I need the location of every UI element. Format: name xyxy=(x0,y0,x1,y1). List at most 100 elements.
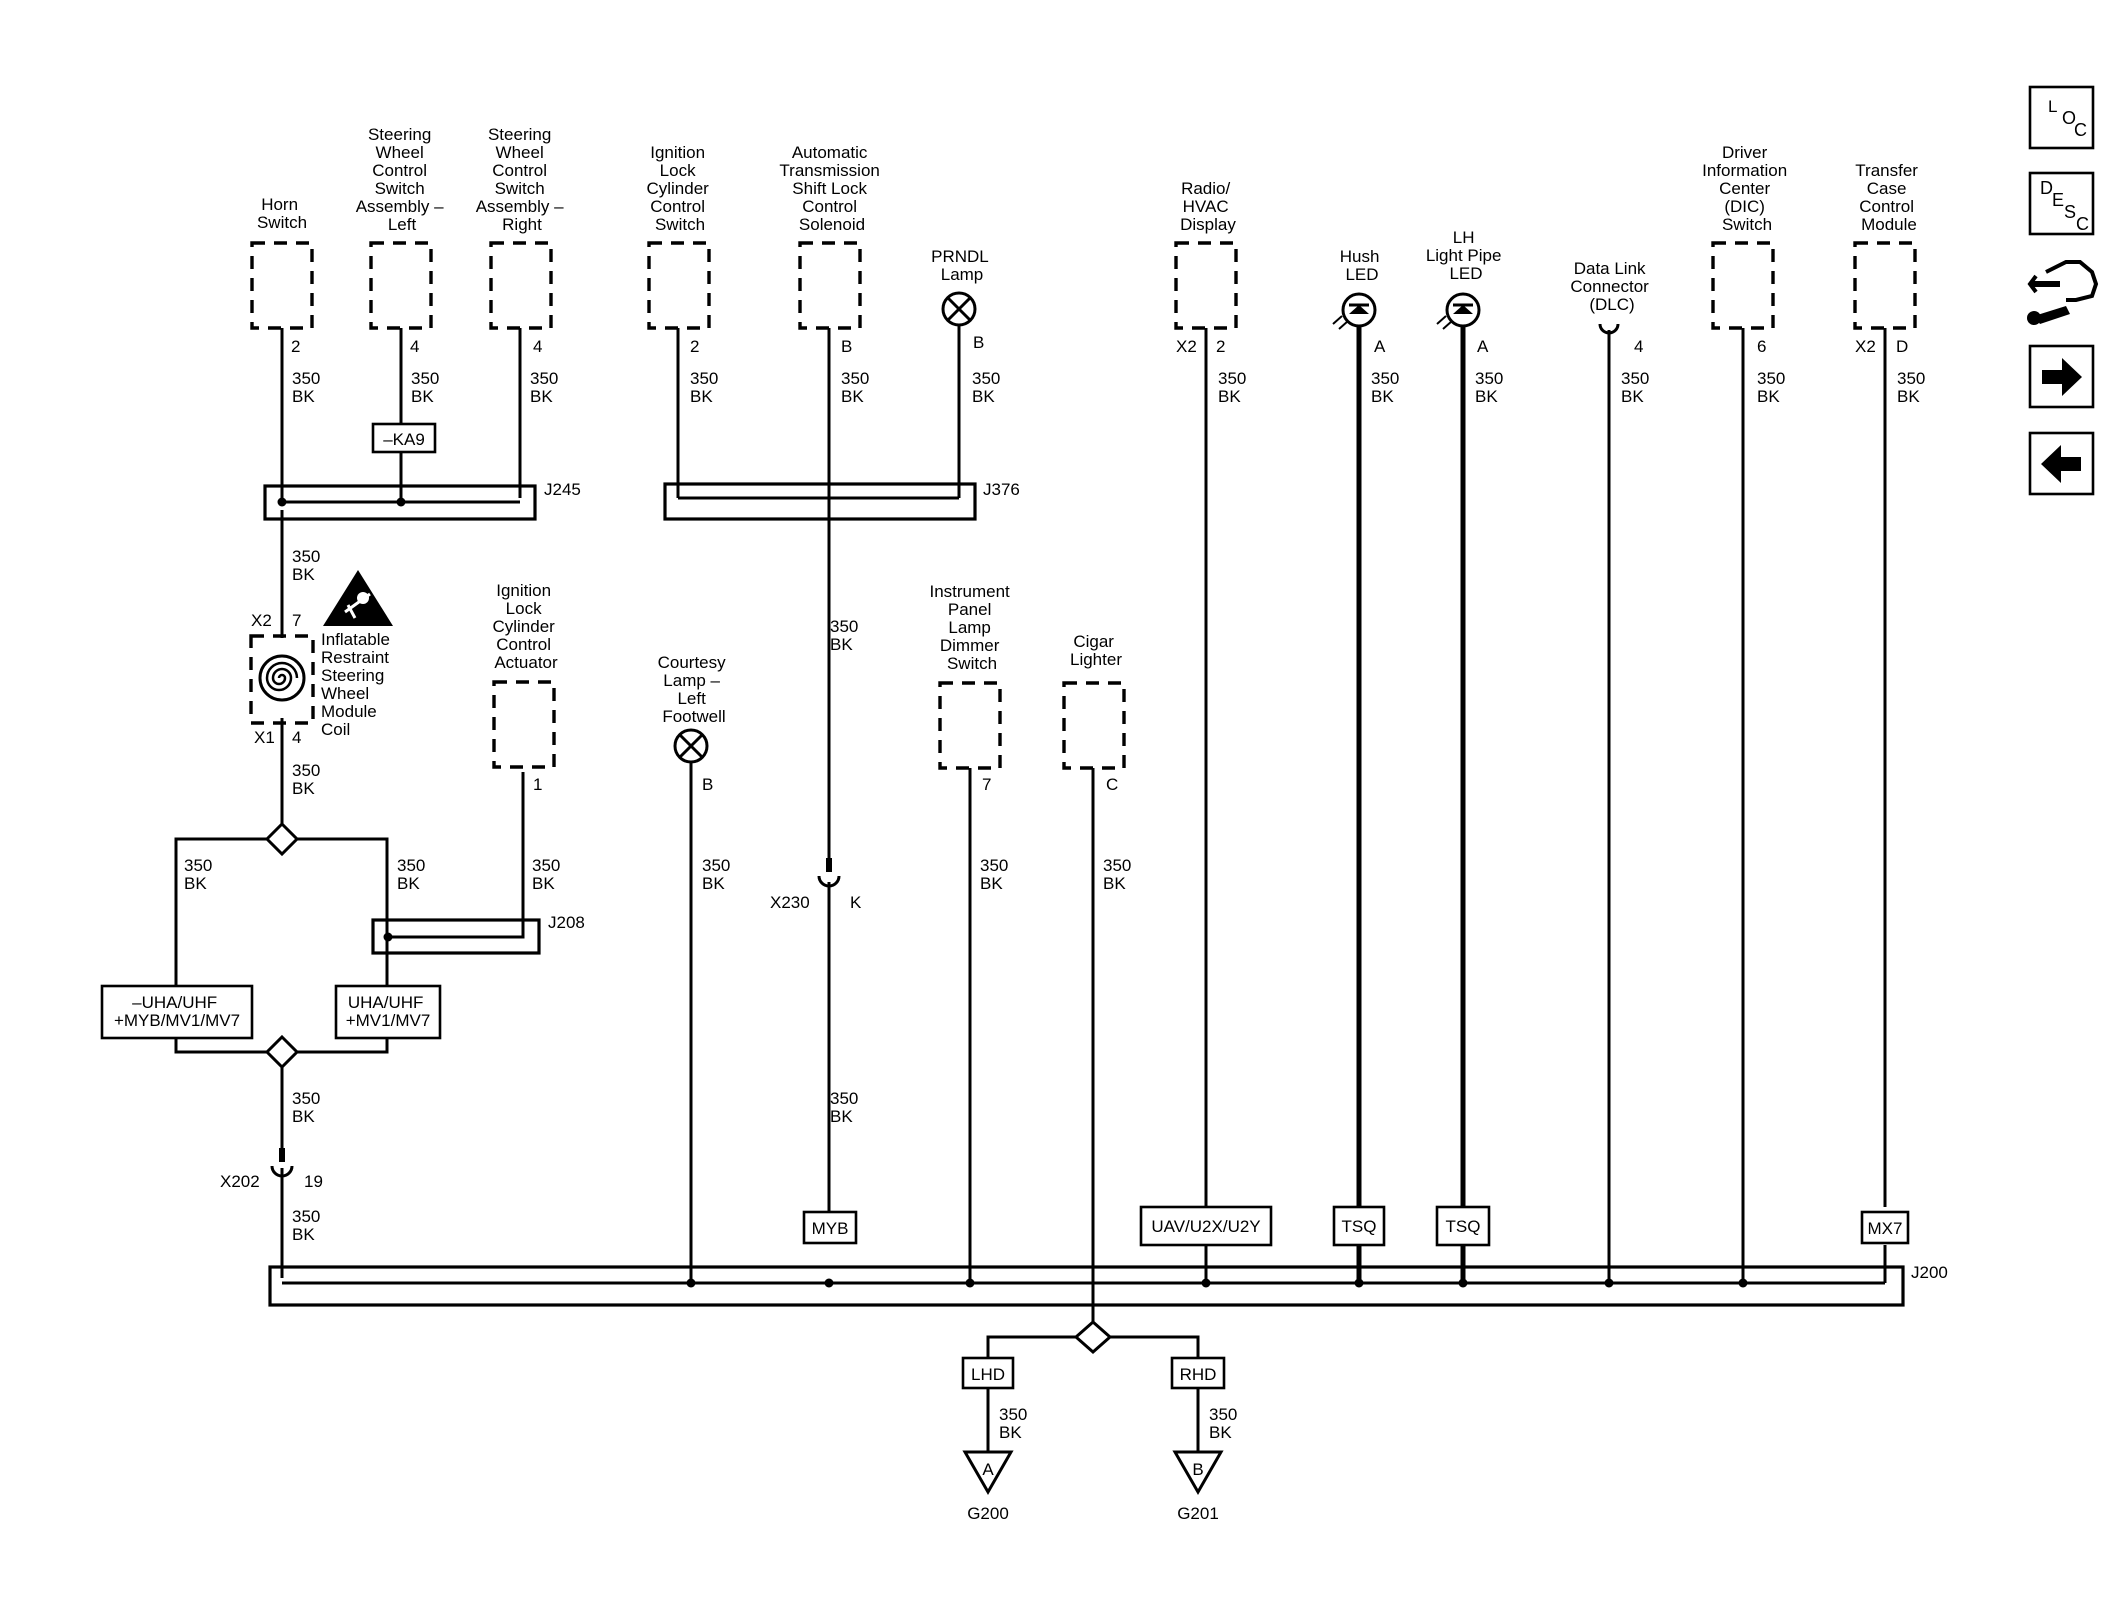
radio-pin: 2 xyxy=(1216,337,1225,356)
previous-page-button[interactable] xyxy=(2028,431,2095,496)
ignition-lock-cylinder-control-switch: Ignition Lock Cylinder Control Switch 2 xyxy=(646,143,711,356)
option-uha-uhf-positive: UHA/UHF +MV1/MV7 xyxy=(334,984,442,1040)
clockspring-icon xyxy=(258,654,306,702)
loc-button[interactable]: L O C xyxy=(2028,85,2095,150)
g200-label: G200 xyxy=(967,1504,1009,1523)
loc-icon: L xyxy=(2048,97,2057,116)
lamp-icon xyxy=(673,728,709,764)
ignition-lock-cylinder-control-actuator: Ignition Lock Cylinder Control Actuator … xyxy=(492,581,559,794)
svg-text:–KA9: –KA9 xyxy=(383,430,425,449)
x230-label: X230 xyxy=(770,893,810,912)
radio-hvac-display: Radio/ HVAC Display X2 2 xyxy=(1174,179,1238,356)
svg-text:TSQ: TSQ xyxy=(1342,1217,1377,1236)
desc-letter-s: S xyxy=(2064,202,2076,222)
svg-text:Ignition Lock Cyli: Ignition Lock Cylinder Control Actuator xyxy=(492,581,559,672)
data-link-connector: Data Link Connector (DLC) 4 xyxy=(1570,259,1649,356)
j376-label: J376 xyxy=(983,480,1020,499)
ground-icon xyxy=(1172,1450,1224,1496)
courtesy-pin: B xyxy=(702,775,713,794)
arrow-right-icon xyxy=(2042,358,2082,396)
driver-information-center-switch: Driver Information Center (DIC) Switch 6 xyxy=(1702,143,1792,356)
svg-text:Horn Switch: Horn Switch xyxy=(257,195,307,232)
loc-letter-o: O xyxy=(2062,108,2076,128)
svg-text:UHA/UHF +MV1/MV7: UHA/UHF +MV1/MV7 xyxy=(346,993,431,1030)
j245-label: J245 xyxy=(544,480,581,499)
inflatable-restraint-steering-wheel-module-coil: Inflatable Restraint Steering Wheel Modu… xyxy=(249,570,395,747)
connector-x202: X202 19 xyxy=(220,1148,323,1191)
svg-text:MYB: MYB xyxy=(812,1219,849,1238)
option-lhd: LHD xyxy=(961,1356,1015,1390)
horn-pin: 2 xyxy=(291,337,300,356)
courtesy-lamp-left-footwell: Courtesy Lamp – Left Footwell B xyxy=(658,653,727,794)
option-tsq-hush: TSQ xyxy=(1332,1205,1386,1247)
cigar-pin: C xyxy=(1106,775,1118,794)
svg-text:Instrument Panel L: Instrument Panel Lamp Dimmer Switch xyxy=(929,582,1014,673)
ground-icon xyxy=(962,1450,1014,1496)
next-page-button[interactable] xyxy=(2028,344,2095,409)
x202-pin: 19 xyxy=(304,1172,323,1191)
svg-text:Automatic Transmission: Automatic Transmission Shift Lock Contro… xyxy=(779,143,884,234)
desc-icon: D xyxy=(2040,178,2053,198)
svg-text:Inflatable Restraint: Inflatable Restraint Steering Wheel Modu… xyxy=(321,630,395,739)
ground-a-letter: A xyxy=(982,1460,994,1479)
connector-x230: X230 K xyxy=(770,858,862,912)
radio-connector: X2 xyxy=(1176,337,1197,356)
shift-lock-solenoid: Automatic Transmission Shift Lock Contro… xyxy=(779,143,884,356)
option-uha-uhf-negative: –UHA/UHF +MYB/MV1/MV7 xyxy=(100,984,254,1040)
svg-text:–UHA/UHF +MYB/MV1/MV7: –UHA/UHF +MYB/MV1/MV7 xyxy=(114,993,240,1030)
prndl-pin: B xyxy=(973,333,984,352)
dic-pin: 6 xyxy=(1757,337,1766,356)
svg-text:MX7: MX7 xyxy=(1868,1219,1903,1238)
svg-text:Cigar Lighter: Cigar Lighter xyxy=(1070,632,1122,669)
option-ka9: –KA9 xyxy=(371,422,437,454)
wrench-connector-button[interactable] xyxy=(2027,260,2099,325)
option-uav-u2x-u2y: UAV/U2X/U2Y xyxy=(1139,1205,1273,1247)
hush-led: Hush LED A xyxy=(1332,247,1386,356)
x230-pin: K xyxy=(850,893,862,912)
svg-text:Steering Wheel Con: Steering Wheel Control Switch Assembly –… xyxy=(476,125,569,234)
hush-pin: A xyxy=(1374,337,1386,356)
ground-b-letter: B xyxy=(1192,1460,1203,1479)
splice-j208: J208 xyxy=(371,913,585,955)
led-icon xyxy=(1332,292,1377,330)
svg-text:UAV/U2X/U2Y: UAV/U2X/U2Y xyxy=(1151,1217,1260,1236)
lightpipe-pin: A xyxy=(1477,337,1489,356)
desc-button[interactable]: D E S C xyxy=(2028,171,2095,236)
ground-g200: A G200 xyxy=(962,1450,1014,1523)
wrench-connector-icon xyxy=(2027,260,2099,325)
swc-left-pin: 4 xyxy=(410,337,419,356)
lh-light-pipe-led: LH Light Pipe LED A xyxy=(1426,228,1502,356)
option-tsq-lightpipe: TSQ xyxy=(1435,1205,1491,1247)
option-rhd: RHD xyxy=(1170,1356,1226,1390)
cigar-lighter: Cigar Lighter C xyxy=(1062,632,1126,794)
split-diamond xyxy=(264,821,1113,1355)
j200-label: J200 xyxy=(1911,1263,1948,1282)
airbag-warning-icon xyxy=(323,570,393,626)
svg-text:Driver Information: Driver Information Center (DIC) Switch xyxy=(1702,143,1792,234)
coil-top-pin: 7 xyxy=(292,611,301,630)
dlc-pin: 4 xyxy=(1634,337,1643,356)
prndl-lamp: PRNDL Lamp B xyxy=(931,247,988,352)
desc-letter-e: E xyxy=(2052,190,2064,210)
